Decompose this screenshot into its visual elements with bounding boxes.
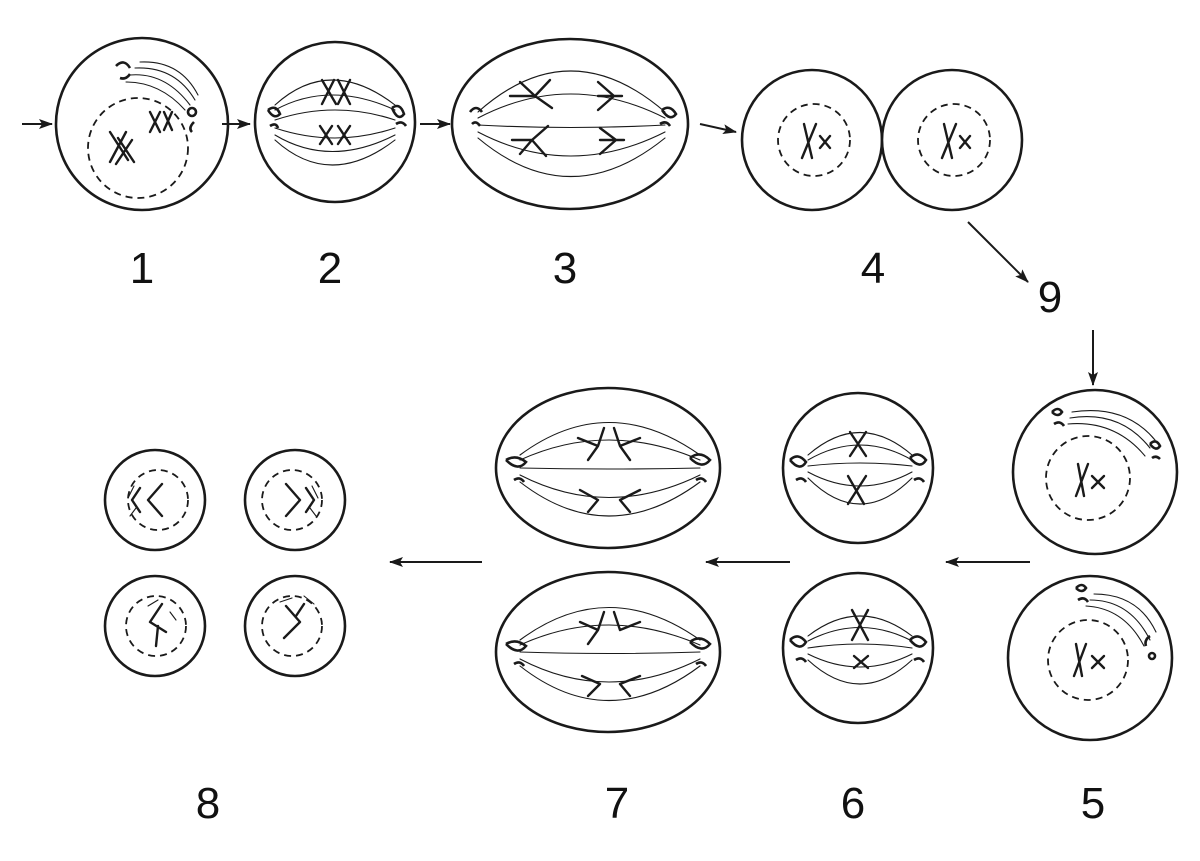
label-stage-9: 9 xyxy=(1038,273,1062,322)
cell-stage-8-top-right xyxy=(243,448,347,552)
label-stage-1: 1 xyxy=(130,244,154,293)
cell-stage-3 xyxy=(450,37,690,211)
cell-stage-6-upper xyxy=(781,391,935,545)
cell-stage-1 xyxy=(54,36,230,212)
cell-stage-4 xyxy=(740,68,1024,212)
cell-stage-7-upper xyxy=(494,386,722,550)
cell-stage-8-top-left xyxy=(103,448,207,552)
label-stage-6: 6 xyxy=(841,779,865,828)
label-stage-5: 5 xyxy=(1081,779,1105,828)
cell-stage-7-lower xyxy=(494,570,722,734)
cell-stage-2 xyxy=(253,40,417,204)
arrow-3-4 xyxy=(699,123,737,135)
label-stage-4: 4 xyxy=(861,244,885,293)
cell-stage-8-bottom-left xyxy=(103,574,207,678)
cell-stage-6-lower xyxy=(781,571,935,725)
label-stage-3: 3 xyxy=(553,244,577,293)
arrow-4-9 xyxy=(967,221,1029,283)
label-stage-8: 8 xyxy=(196,779,220,828)
label-stage-7: 7 xyxy=(605,779,629,828)
cell-stage-5-upper xyxy=(1011,388,1179,556)
cell-stage-5-lower xyxy=(1006,574,1174,742)
cell-stage-8-bottom-right xyxy=(243,574,347,678)
label-stage-2: 2 xyxy=(318,244,342,293)
